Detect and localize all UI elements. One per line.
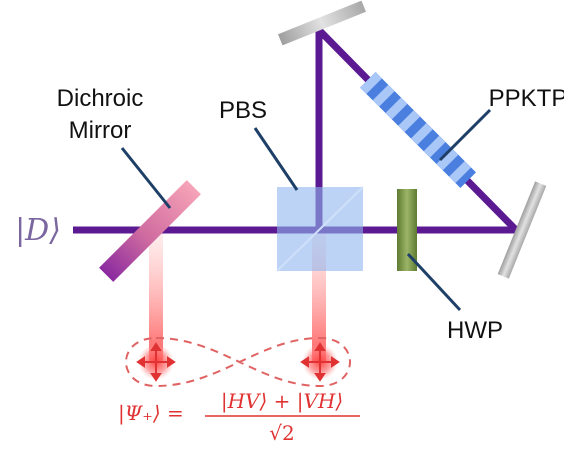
ppktp-poling-stripes [360, 72, 472, 184]
pbs-label: PBS [219, 97, 267, 124]
top-mirror [278, 0, 366, 46]
ppktp-stripe [385, 97, 408, 120]
ppktp-stripe [436, 148, 459, 171]
photon-correlation [125, 336, 351, 388]
ppktp-stripe [398, 110, 421, 133]
ppktp-crystal [360, 72, 476, 188]
ppktp-label: PPKTP [489, 85, 564, 112]
ppktp-stripe [449, 161, 472, 184]
half-wave-plate [397, 189, 417, 271]
dichroic-pointer [120, 147, 172, 209]
ppktp-stripe [410, 122, 433, 145]
dichroic-label-line1: Dichroic [57, 85, 144, 112]
polarization-arrows-right [300, 342, 340, 382]
hwp-pointer [406, 252, 462, 312]
bell-state-formula: |Ψ₊⟩ = |HV⟩ + |VH⟩ √2 [118, 389, 360, 445]
ppktp-stripe [372, 84, 395, 107]
formula-lhs: |Ψ₊⟩ = [118, 401, 184, 426]
dichroic-label-line2: Mirror [69, 117, 132, 144]
pbs-cube [276, 186, 364, 272]
pump-beam-left [149, 232, 163, 362]
ppktp-stripe [423, 135, 446, 158]
entanglement-loop [125, 336, 351, 388]
dichroic-mirror [99, 180, 201, 282]
formula-numerator: |HV⟩ + |VH⟩ [221, 389, 343, 414]
pbs-pointer [253, 127, 299, 191]
hwp-label: HWP [447, 317, 503, 344]
polarization-arrows-left [136, 342, 176, 382]
right-mirror [497, 181, 547, 279]
ppktp-stripe [360, 72, 382, 94]
input-state-label: |D⟩ [15, 213, 61, 248]
ppktp-pointer [438, 108, 492, 162]
formula-denominator: √2 [269, 421, 294, 445]
